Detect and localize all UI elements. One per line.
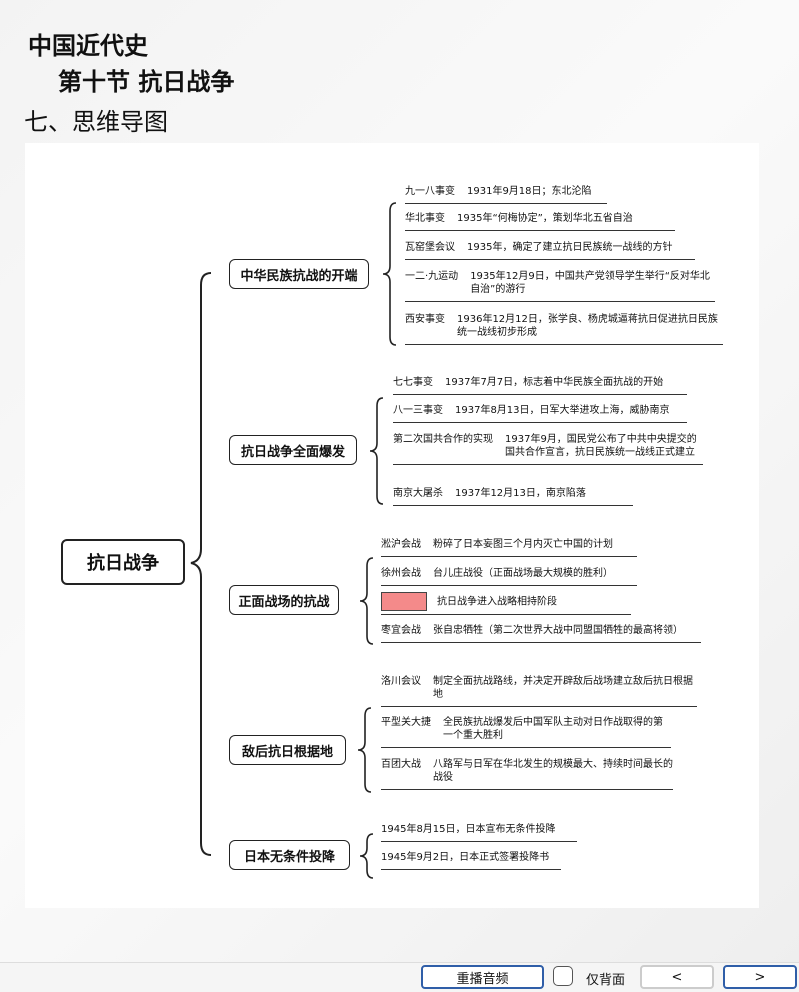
leaf-item: 瓦窑堡会议 1935年，确定了建立抗日民族统一战线的方针 xyxy=(405,241,695,260)
leaf-item: 南京大屠杀 1937年12月13日，南京陷落 xyxy=(393,487,633,506)
leaf-title: 第二次国共合作的实现 xyxy=(393,434,493,445)
category-node-rear-bases: 敌后抗日根据地 xyxy=(229,735,346,765)
leaf-item: 九一八事变 1931年9月18日；东北沦陷 xyxy=(405,185,607,204)
leaf-title: 西安事变 xyxy=(405,314,445,325)
section-title: 第十节 抗日战争 xyxy=(58,67,235,96)
leaf-desc: 1935年12月9日，中国共产党领导学生举行“反对华北自治”的游行 xyxy=(470,271,710,295)
leaf-title: 枣宜会战 xyxy=(381,625,421,636)
leaf-item: 淞沪会战 粉碎了日本妄图三个月内灭亡中国的计划 xyxy=(381,538,637,557)
leaf-title: 百团大战 xyxy=(381,759,421,770)
category-node-opening: 中华民族抗战的开端 xyxy=(229,259,369,289)
leaf-item: 洛川会议 制定全面抗战路线，并决定开辟敌后战场建立敌后抗日根据地 xyxy=(381,675,697,707)
leaf-item: 枣宜会战 张自忠牺牲（第二次世界大战中同盟国牺牲的最高将领） xyxy=(381,624,701,643)
leaf-item: 第二次国共合作的实现 1937年9月，国民党公布了中共中央提交的国共合作宣言，抗日… xyxy=(393,433,703,465)
replay-audio-button[interactable]: 重播音频 xyxy=(421,965,544,989)
back-only-checkbox[interactable] xyxy=(553,966,573,986)
leaf-item: 平型关大捷 全民族抗战爆发后中国军队主动对日作战取得的第一个重大胜利 xyxy=(381,716,671,748)
leaf-desc: 八路军与日军在华北发生的规模最大、持续时间最长的战役 xyxy=(433,759,673,783)
leaf-item: 抗日战争进入战略相持阶段 xyxy=(381,592,631,615)
leaf-title: 七七事变 xyxy=(393,377,433,388)
leaf-desc: 台儿庄战役（正面战场最大规模的胜利） xyxy=(433,568,613,579)
leaf-title: 一二·九运动 xyxy=(405,271,459,282)
leaf-item: 1945年8月15日，日本宣布无条件投降 xyxy=(381,823,577,842)
category-node-full-outbreak: 抗日战争全面爆发 xyxy=(229,435,357,465)
cat1-brace xyxy=(369,397,384,505)
leaf-title: 瓦窑堡会议 xyxy=(405,242,455,253)
leaf-desc: 粉碎了日本妄图三个月内灭亡中国的计划 xyxy=(433,539,613,550)
root-node: 抗日战争 xyxy=(61,539,185,585)
leaf-desc: 全民族抗战爆发后中国军队主动对日作战取得的第一个重大胜利 xyxy=(443,717,663,741)
mind-map-canvas: 抗日战争 中华民族抗战的开端 抗日战争全面爆发 正面战场的抗战 敌后抗日根据地 … xyxy=(25,143,759,908)
prev-button[interactable]: < xyxy=(640,965,714,989)
leaf-desc: 1936年12月12日，张学良、杨虎城逼蒋抗日促进抗日民族统一战线初步形成 xyxy=(457,314,718,338)
leaf-desc: 制定全面抗战路线，并决定开辟敌后战场建立敌后抗日根据地 xyxy=(433,676,693,700)
leaf-title: 平型关大捷 xyxy=(381,717,431,728)
leaf-item: 一二·九运动 1935年12月9日，中国共产党领导学生举行“反对华北自治”的游行 xyxy=(405,270,715,302)
leaf-desc: 1935年，确定了建立抗日民族统一战线的方针 xyxy=(467,242,673,253)
leaf-item: 西安事变 1936年12月12日，张学良、杨虎城逼蒋抗日促进抗日民族统一战线初步形… xyxy=(405,313,723,345)
course-title: 中国近代史 xyxy=(28,31,148,60)
leaf-title: 九一八事变 xyxy=(405,186,455,197)
category-node-frontal-battlefield: 正面战场的抗战 xyxy=(229,585,339,615)
leaf-desc: 1937年7月7日，标志着中华民族全面抗战的开始 xyxy=(445,377,664,388)
leaf-desc: 1945年8月15日，日本宣布无条件投降 xyxy=(381,824,556,835)
leaf-desc: 1945年9月2日，日本正式签署投降书 xyxy=(381,852,550,863)
leaf-item: 百团大战 八路军与日军在华北发生的规模最大、持续时间最长的战役 xyxy=(381,758,673,790)
leaf-title: 八一三事变 xyxy=(393,405,443,416)
leaf-desc: 1937年8月13日，日军大举进攻上海，威胁南京 xyxy=(455,405,670,416)
leaf-title: 徐州会战 xyxy=(381,568,421,579)
leaf-item: 华北事变 1935年“何梅协定”，策划华北五省自治 xyxy=(405,212,675,231)
cat2-brace xyxy=(359,557,374,645)
leaf-desc: 1937年9月，国民党公布了中共中央提交的国共合作宣言，抗日民族统一战线正式建立 xyxy=(505,434,697,458)
cat4-brace xyxy=(359,833,374,879)
leaf-item: 1945年9月2日，日本正式签署投降书 xyxy=(381,851,561,870)
leaf-item: 八一三事变 1937年8月13日，日军大举进攻上海，威胁南京 xyxy=(393,404,687,423)
leaf-item: 徐州会战 台儿庄战役（正面战场最大规模的胜利） xyxy=(381,567,637,586)
leaf-desc: 抗日战争进入战略相持阶段 xyxy=(437,596,557,608)
leaf-title: 华北事变 xyxy=(405,213,445,224)
category-node-surrender: 日本无条件投降 xyxy=(229,840,350,870)
highlight-box xyxy=(381,592,427,611)
leaf-title: 洛川会议 xyxy=(381,676,421,687)
back-only-label: 仅背面 xyxy=(586,973,626,988)
leaf-desc: 1935年“何梅协定”，策划华北五省自治 xyxy=(457,213,633,224)
leaf-desc: 张自忠牺牲（第二次世界大战中同盟国牺牲的最高将领） xyxy=(433,625,683,636)
leaf-desc: 1931年9月18日；东北沦陷 xyxy=(467,186,592,197)
leaf-item: 七七事变 1937年7月7日，标志着中华民族全面抗战的开始 xyxy=(393,376,687,395)
root-brace xyxy=(190,272,212,856)
leaf-title: 南京大屠杀 xyxy=(393,488,443,499)
leaf-title: 淞沪会战 xyxy=(381,539,421,550)
subsection-title: 七、思维导图 xyxy=(24,108,168,136)
next-button[interactable]: > xyxy=(723,965,797,989)
cat3-brace xyxy=(357,707,372,793)
leaf-desc: 1937年12月13日，南京陷落 xyxy=(455,488,586,499)
cat0-brace xyxy=(382,202,397,346)
